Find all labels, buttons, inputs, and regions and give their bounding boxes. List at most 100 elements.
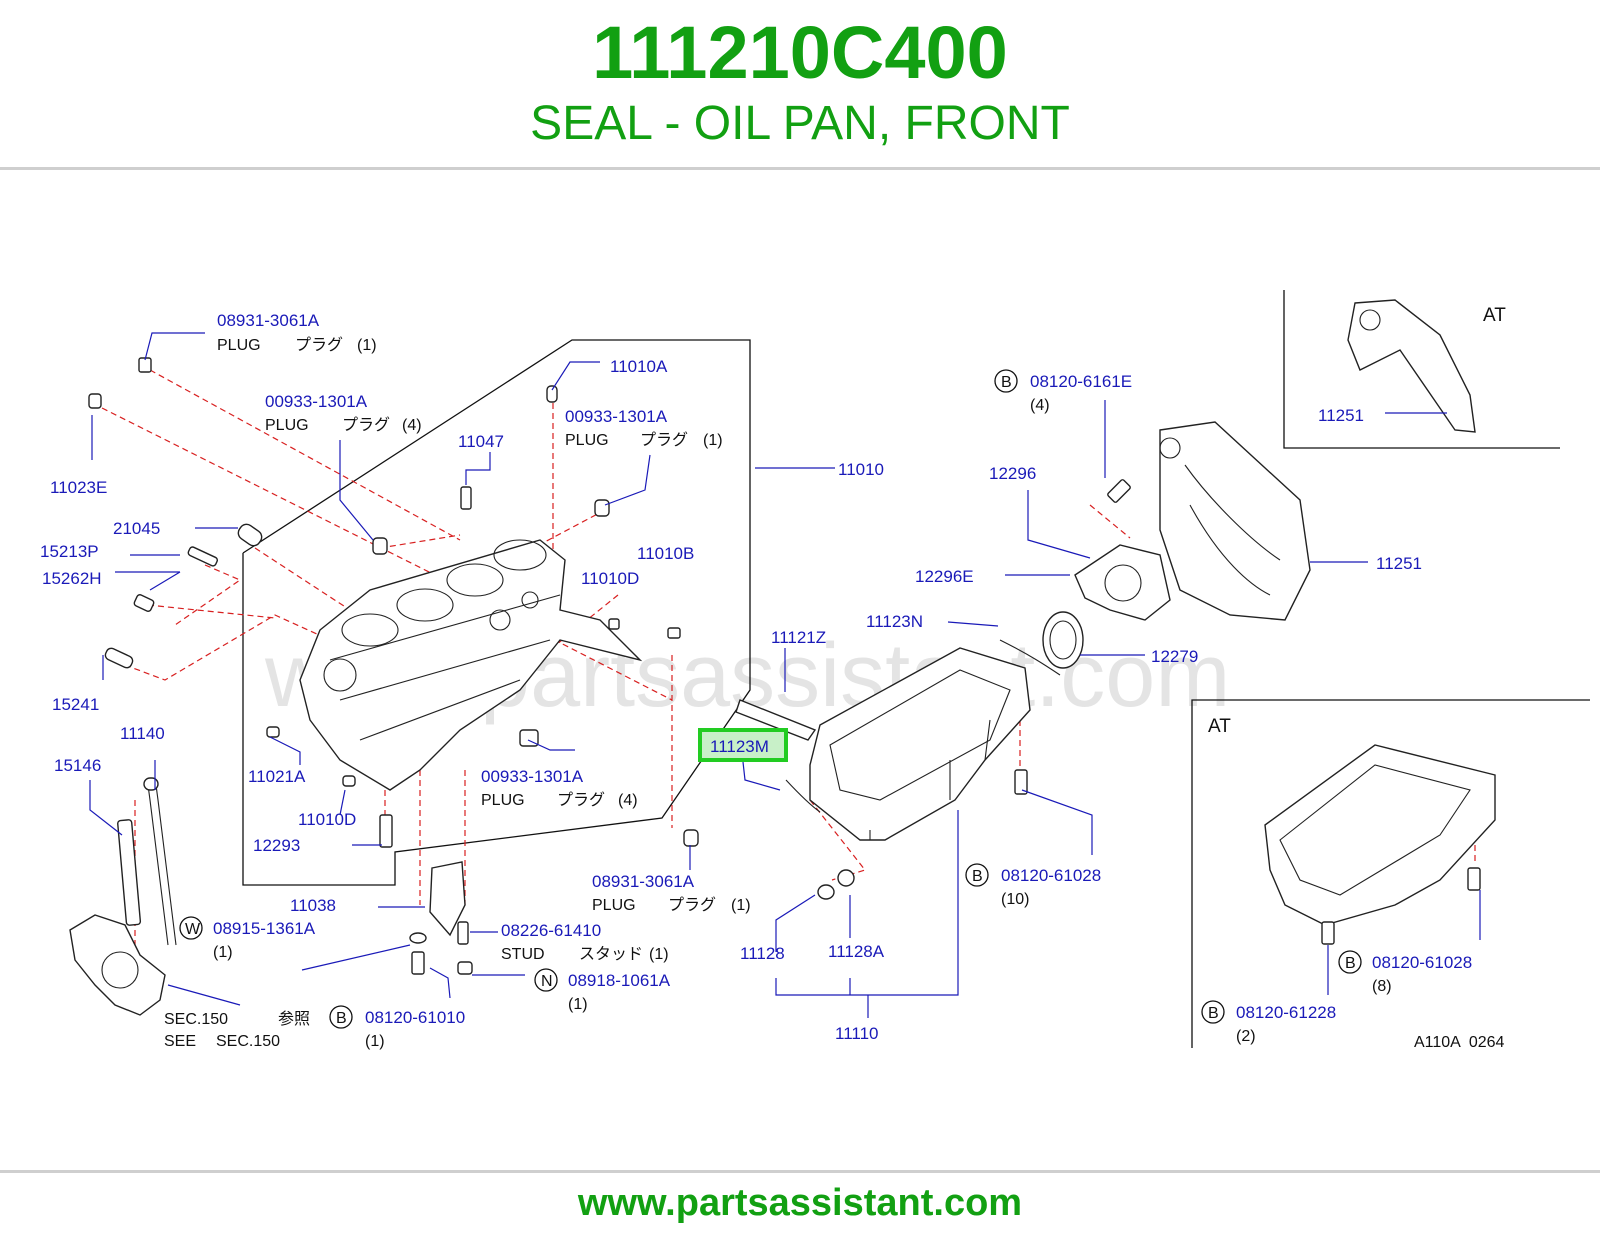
assembly-lines [101, 369, 1476, 965]
badge-letter: W [185, 921, 201, 938]
badge-letter: B [1345, 955, 1356, 972]
callout-11010D-a[interactable]: 11010D [581, 569, 639, 588]
at-label-bottom: AT [1208, 716, 1231, 737]
callout-08915-1361A[interactable]: 08915-1361A [213, 919, 316, 938]
part-name-subtitle: SEAL - OIL PAN, FRONT [530, 97, 1070, 150]
badge-letter: B [1208, 1005, 1219, 1022]
callout-qty: (1) [731, 897, 751, 914]
callout-11123M[interactable]: 11123M [710, 737, 769, 756]
sec150-see: SEE [164, 1033, 196, 1050]
callout-11010A[interactable]: 11010A [610, 357, 668, 376]
callout-qty: (1) [649, 946, 669, 963]
callout-11140[interactable]: 11140 [120, 724, 165, 743]
badge-letter: B [1001, 374, 1012, 391]
callout-qty: (10) [1001, 891, 1029, 908]
callout-00933-1301A-c[interactable]: 00933-1301A [481, 767, 584, 786]
badge-letter: N [541, 973, 553, 990]
at-plate-drawing [1347, 299, 1476, 433]
callout-00933-1301A-b[interactable]: 00933-1301A [565, 407, 668, 426]
callout-11023E[interactable]: 11023E [50, 478, 107, 497]
callout-desc: STUD [501, 946, 545, 963]
callout-15146[interactable]: 15146 [54, 756, 101, 775]
callout-desc: PLUG [217, 337, 261, 354]
leader-lines [89, 332, 1481, 1018]
badge-circle [534, 968, 558, 992]
badge-circle [1201, 1000, 1225, 1024]
front-cover-drawing [69, 914, 166, 1016]
callout-desc: PLUG [565, 432, 609, 449]
badge-circle [994, 369, 1018, 393]
callout-11038[interactable]: 11038 [290, 896, 336, 915]
callout-08931-3061A-top[interactable]: 08931-3061A [217, 311, 320, 330]
callout-15262H[interactable]: 15262H [42, 569, 102, 588]
sec150-jp: 参照 [278, 1009, 310, 1028]
header: 111210C400 SEAL - OIL PAN, FRONT [0, 0, 1600, 168]
callout-12296[interactable]: 12296 [989, 464, 1036, 483]
callout-08120-61028-a[interactable]: 08120-61028 [1001, 866, 1101, 885]
badge-circle [329, 1005, 353, 1029]
badge-circle [1338, 950, 1362, 974]
callout-desc: PLUG [265, 417, 309, 434]
callout-08120-61228[interactable]: 08120-61228 [1236, 1003, 1336, 1022]
callout-qty: (1) [568, 996, 588, 1013]
at-top-frame [1283, 290, 1560, 449]
parts-diagram: www.partsassistant.com [40, 290, 1590, 1051]
at-label-top: AT [1483, 305, 1506, 326]
callout-11110[interactable]: 11110 [835, 1024, 879, 1043]
callout-jp: プラグ [295, 335, 343, 354]
sec150-line2[interactable]: SEC.150 [216, 1033, 280, 1050]
callout-08918-1061A[interactable]: 08918-1061A [568, 971, 671, 990]
badge-circle [965, 863, 989, 887]
callout-qty: (4) [1030, 397, 1050, 414]
callout-21045[interactable]: 21045 [113, 519, 160, 538]
callout-08120-61028-b[interactable]: 08120-61028 [1372, 953, 1472, 972]
footer-divider [0, 1170, 1600, 1173]
callout-11021A[interactable]: 11021A [248, 767, 306, 786]
callout-desc: PLUG [592, 897, 636, 914]
callout-qty: (2) [1236, 1028, 1256, 1045]
callout-qty: (1) [703, 432, 723, 449]
at-oil-pan-drawing [1264, 744, 1496, 945]
callout-12293[interactable]: 12293 [253, 836, 300, 855]
callout-12296E[interactable]: 12296E [915, 567, 974, 586]
callout-15241[interactable]: 15241 [52, 695, 99, 714]
callout-08120-61010[interactable]: 08120-61010 [365, 1008, 465, 1027]
callout-qty: (1) [213, 944, 233, 961]
callout-11251-at[interactable]: 11251 [1318, 406, 1364, 425]
callout-11121Z[interactable]: 11121Z [771, 628, 826, 647]
diagram-code: A110A 0264 [1414, 1034, 1505, 1051]
callout-12279[interactable]: 12279 [1151, 647, 1198, 666]
callout-jp: プラグ [668, 895, 716, 914]
callout-11251-main[interactable]: 11251 [1376, 554, 1422, 573]
callout-jp: プラグ [640, 430, 688, 449]
header-divider [0, 167, 1600, 170]
footer-url-link[interactable]: www.partsassistant.com [577, 1182, 1023, 1224]
badge-letter: B [336, 1010, 347, 1027]
callout-08931-3061A-b[interactable]: 08931-3061A [592, 872, 695, 891]
badge-circle [179, 916, 203, 940]
callout-qty: (4) [618, 792, 638, 809]
callout-qty: (1) [357, 337, 377, 354]
callout-08120-6161E[interactable]: 08120-6161E [1030, 372, 1132, 391]
callout-qty: (8) [1372, 978, 1392, 995]
callout-11010B[interactable]: 11010B [637, 544, 694, 563]
callout-11010[interactable]: 11010 [838, 460, 884, 479]
callout-11128[interactable]: 11128 [740, 944, 785, 963]
callout-15213P[interactable]: 15213P [40, 542, 99, 561]
callout-11128A[interactable]: 11128A [828, 942, 885, 961]
callout-jp: スタッド [579, 944, 643, 963]
callout-00933-1301A-a[interactable]: 00933-1301A [265, 392, 368, 411]
callout-jp: プラグ [557, 790, 605, 809]
callout-11123N[interactable]: 11123N [866, 612, 923, 631]
badge-letter: B [972, 868, 983, 885]
part-number-title: 111210C400 [592, 11, 1008, 94]
oil-pan-drawing [735, 479, 1171, 900]
small-parts-block [88, 357, 699, 975]
block-frame [242, 339, 751, 886]
sec150-line1[interactable]: SEC.150 [164, 1011, 228, 1028]
at-bottom-frame [1191, 699, 1590, 1048]
callout-11047[interactable]: 11047 [458, 432, 504, 451]
engine-block-drawing [299, 539, 643, 791]
callout-08226-61410[interactable]: 08226-61410 [501, 921, 601, 940]
callout-11010D-b[interactable]: 11010D [298, 810, 356, 829]
